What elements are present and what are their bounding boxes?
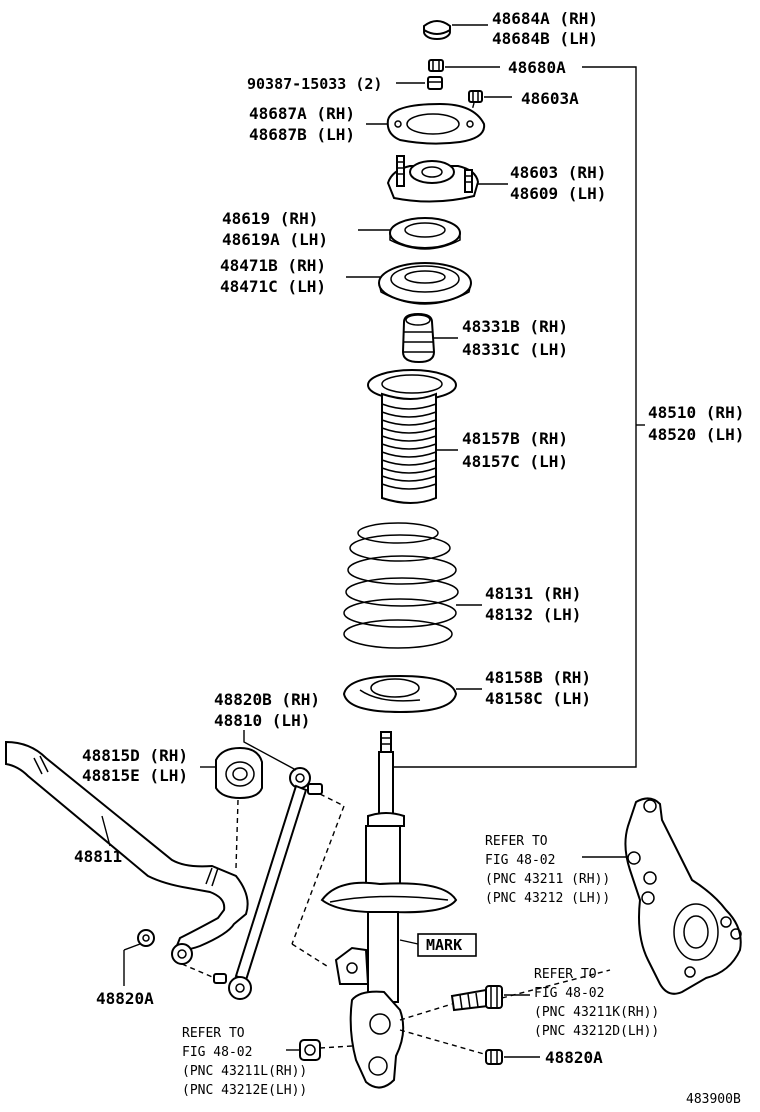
ref-bolt-line3: (PNC 43211K(RH)) <box>534 1005 659 1020</box>
label-bumper-lh: 48331C (LH) <box>462 340 568 359</box>
small-nut-part[interactable] <box>468 90 483 103</box>
label-spring-lh: 48132 (LH) <box>485 605 581 624</box>
label-bearing-lh: 48619A (LH) <box>222 230 328 249</box>
label-support-lh: 48609 (LH) <box>510 184 606 203</box>
strut-cap-part[interactable] <box>423 20 451 40</box>
label-bolt: 90387-15033 (2) <box>247 75 382 93</box>
strut-bearing-part[interactable] <box>389 217 461 250</box>
steering-knuckle-part[interactable] <box>624 797 742 995</box>
label-cover-lh: 48687B (LH) <box>249 125 355 144</box>
coil-spring-part[interactable] <box>343 522 459 649</box>
label-upper-seat-rh: 48471B (RH) <box>220 256 326 275</box>
dust-boot-part[interactable] <box>367 369 457 504</box>
label-boot-lh: 48157C (LH) <box>462 452 568 471</box>
label-bushing-lh: 48815E (LH) <box>82 766 188 785</box>
ref-knuckle-line1: REFER TO <box>485 834 548 849</box>
label-upper-seat-lh: 48471C (LH) <box>220 277 326 296</box>
strut-bolt-part[interactable] <box>450 985 503 1012</box>
ref-nut-line4: (PNC 43212E(LH)) <box>182 1083 307 1098</box>
upper-spring-seat-part[interactable] <box>378 262 472 305</box>
label-spring-rh: 48131 (RH) <box>485 584 581 603</box>
strut-nut-part[interactable] <box>299 1039 321 1061</box>
label-stab-bar: 48811 <box>74 847 122 866</box>
label-link-lh: 48810 (LH) <box>214 711 310 730</box>
label-small-nut: 48603A <box>521 89 579 108</box>
stabilizer-link-part[interactable] <box>228 767 323 1000</box>
label-bumper-rh: 48331B (RH) <box>462 317 568 336</box>
stab-nut-right-part[interactable] <box>485 1049 503 1065</box>
label-top-nut: 48680A <box>508 58 566 77</box>
label-assembly-rh: 48510 (RH) <box>648 403 744 422</box>
label-support-rh: 48603 (RH) <box>510 163 606 182</box>
ref-knuckle-line3: (PNC 43211 (RH)) <box>485 872 610 887</box>
label-cap-rh: 48684A (RH) <box>492 9 598 28</box>
mark-callout: MARK <box>417 933 477 957</box>
stab-nut-left-part[interactable] <box>137 929 155 947</box>
label-bearing-rh: 48619 (RH) <box>222 209 318 228</box>
ref-bolt-line1: REFER TO <box>534 967 597 982</box>
figure-id: 483900B <box>686 1092 741 1107</box>
stabilizer-bushing-part[interactable] <box>215 746 263 800</box>
lower-insulator-part[interactable] <box>342 674 458 714</box>
ref-knuckle-line4: (PNC 43212 (LH)) <box>485 891 610 906</box>
strut-support-part[interactable] <box>386 155 480 203</box>
stab-bar-eye <box>171 943 193 965</box>
label-link-rh: 48820B (RH) <box>214 690 320 709</box>
ref-nut-line1: REFER TO <box>182 1026 245 1041</box>
mark-text: MARK <box>426 936 462 954</box>
ref-bolt-line4: (PNC 43212D(LH)) <box>534 1024 659 1039</box>
ref-nut-line2: FIG 48-02 <box>182 1045 252 1060</box>
label-lower-insulator-lh: 48158C (LH) <box>485 689 591 708</box>
label-bushing-rh: 48815D (RH) <box>82 746 188 765</box>
label-nut-right: 48820A <box>545 1048 603 1067</box>
ref-knuckle-line2: FIG 48-02 <box>485 853 555 868</box>
label-nut-left: 48820A <box>96 989 154 1008</box>
label-cover-rh: 48687A (RH) <box>249 104 355 123</box>
label-boot-rh: 48157B (RH) <box>462 429 568 448</box>
label-lower-insulator-rh: 48158B (RH) <box>485 668 591 687</box>
support-cover-part[interactable] <box>386 102 486 145</box>
ref-bolt-line2: FIG 48-02 <box>534 986 604 1001</box>
top-nut-part[interactable] <box>428 59 444 72</box>
label-cap-lh: 48684B (LH) <box>492 29 598 48</box>
bound-stopper-part[interactable] <box>401 312 436 364</box>
shock-absorber-part[interactable] <box>320 731 458 1089</box>
ref-nut-line3: (PNC 43211L(RH)) <box>182 1064 307 1079</box>
bushing-bolt-part[interactable] <box>427 76 443 90</box>
label-assembly-lh: 48520 (LH) <box>648 425 744 444</box>
